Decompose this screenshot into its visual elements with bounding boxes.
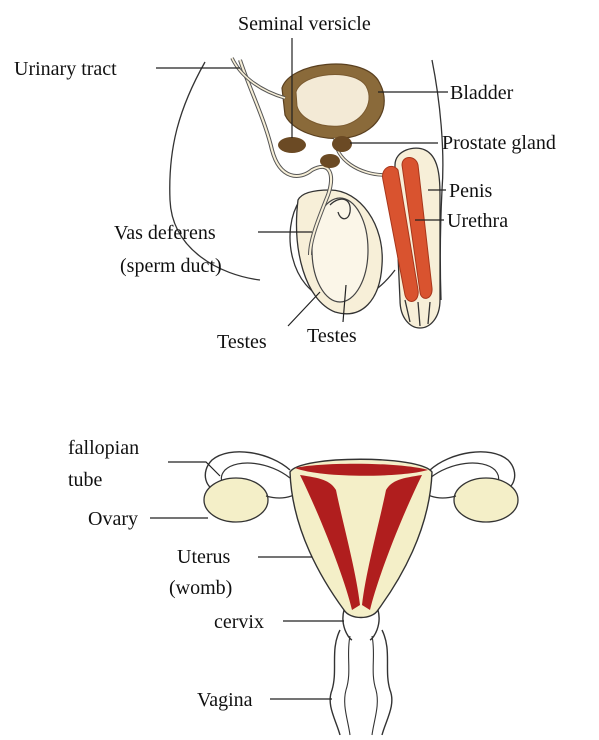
label-fallopian-line1: fallopian bbox=[68, 437, 139, 459]
bladder-inner bbox=[296, 75, 369, 127]
label-seminal-vesicle: Seminal versicle bbox=[238, 13, 371, 35]
label-bladder: Bladder bbox=[450, 82, 514, 104]
label-testes-left: Testes bbox=[217, 331, 267, 353]
ovary-left bbox=[204, 478, 268, 522]
prostate-gland-upper bbox=[332, 136, 352, 152]
seminal-vesicle bbox=[278, 137, 306, 153]
vagina-wall-left-inner bbox=[345, 636, 350, 735]
label-vagina: Vagina bbox=[197, 689, 253, 711]
label-urinary-tract: Urinary tract bbox=[14, 58, 117, 80]
label-ovary: Ovary bbox=[88, 508, 138, 530]
label-testes-right: Testes bbox=[307, 325, 357, 347]
vagina-wall-right-inner bbox=[372, 636, 377, 735]
label-vas-deferens-line2: (sperm duct) bbox=[120, 255, 222, 277]
label-fallopian-line2: tube bbox=[68, 469, 103, 491]
male-body-outline bbox=[170, 62, 260, 280]
leader-testes-left bbox=[288, 292, 320, 326]
label-penis: Penis bbox=[449, 180, 493, 202]
vagina-wall-left bbox=[330, 630, 340, 735]
ovary-right bbox=[454, 478, 518, 522]
label-urethra: Urethra bbox=[447, 210, 508, 232]
vagina-wall-right bbox=[382, 630, 392, 735]
label-cervix: cervix bbox=[214, 611, 264, 633]
label-uterus-line1: Uterus bbox=[177, 546, 231, 568]
label-vas-deferens-line1: Vas deferens bbox=[114, 222, 216, 244]
female-reproductive-system: fallopian tube Ovary Uterus (womb) cervi… bbox=[68, 437, 518, 735]
label-uterus-line2: (womb) bbox=[169, 577, 232, 599]
leader-fallopian bbox=[168, 462, 220, 476]
prostate-gland-lower bbox=[320, 154, 340, 168]
male-reproductive-system: Seminal versicle Urinary tract Bladder P… bbox=[14, 13, 556, 353]
label-prostate-gland: Prostate gland bbox=[442, 132, 556, 154]
